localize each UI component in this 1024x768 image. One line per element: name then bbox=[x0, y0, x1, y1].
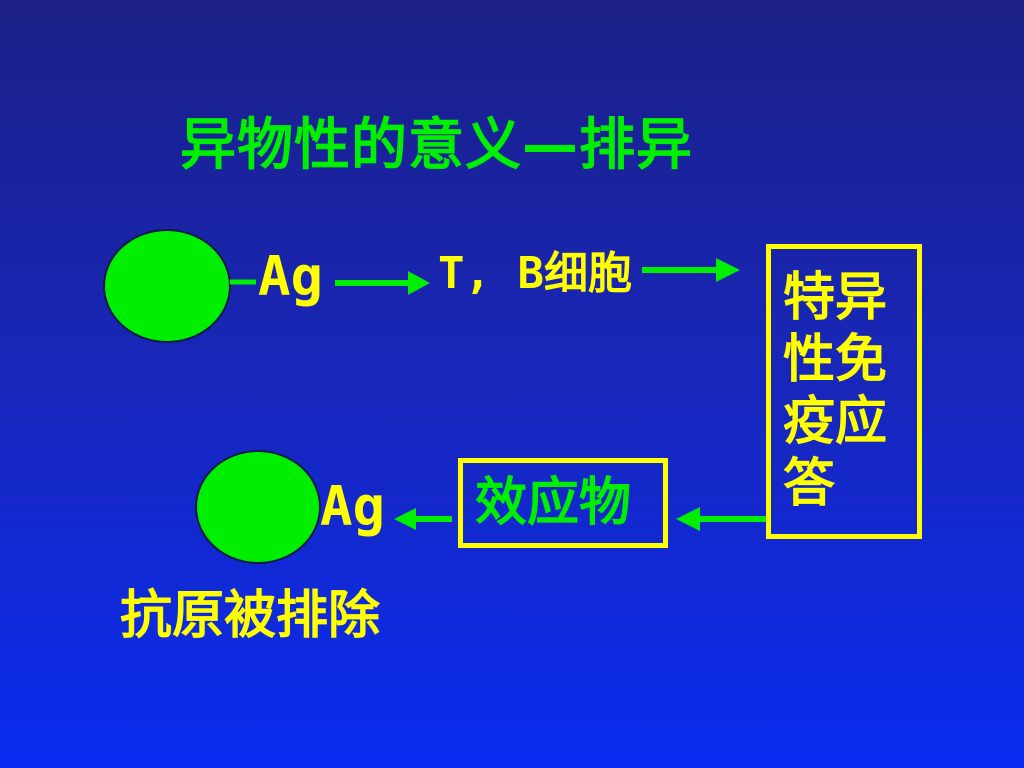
slide-title: 异物性的意义—排异 bbox=[180, 113, 693, 178]
antigen-cell-bottom bbox=[195, 450, 321, 564]
cells-label: T, B细胞 bbox=[438, 248, 632, 299]
arrow-effector-to-ag bbox=[394, 508, 452, 530]
antigen-cell-top bbox=[103, 229, 231, 343]
result-label: 抗原被排除 bbox=[120, 586, 381, 646]
specific-response-label: 特异性免疫应答 bbox=[783, 268, 888, 514]
effector-box: 效应物 bbox=[458, 458, 668, 548]
specific-response-box: 特异性免疫应答 bbox=[766, 244, 922, 539]
effector-label: 效应物 bbox=[475, 473, 632, 533]
arrow-ag-to-cells bbox=[335, 271, 430, 295]
arrow-response-to-effector bbox=[676, 507, 768, 531]
antigen-label-top: Ag bbox=[258, 245, 324, 308]
arrow-cells-to-response bbox=[642, 258, 740, 282]
antigen-label-bottom: Ag bbox=[320, 475, 386, 538]
